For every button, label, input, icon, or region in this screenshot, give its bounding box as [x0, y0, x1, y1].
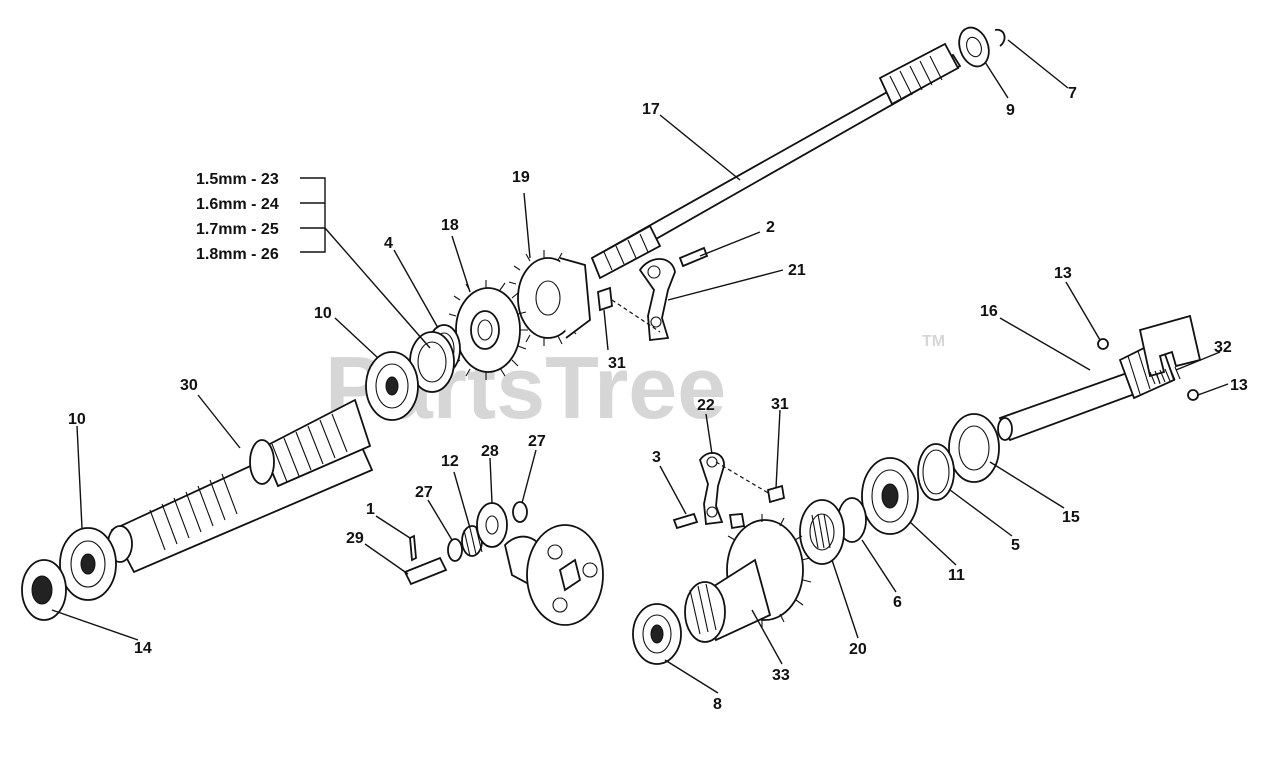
part-13-ball-upper[interactable]	[1097, 338, 1109, 350]
callout-16: 16	[980, 303, 998, 320]
part-27-washer-left[interactable]	[447, 538, 463, 562]
part-10-bearing-upper[interactable]	[365, 351, 419, 421]
callout-7: 7	[1068, 85, 1077, 102]
callout-11: 11	[948, 567, 965, 584]
part-8-bearing[interactable]	[632, 603, 682, 665]
callout-10-upper: 10	[314, 305, 332, 322]
part-13-ball-lower[interactable]	[1187, 389, 1199, 401]
part-17-shaft[interactable]	[590, 42, 962, 280]
callout-31-lower: 31	[771, 396, 789, 413]
shim-size-25: 1.7mm - 25	[196, 221, 279, 238]
part-2-pin[interactable]	[678, 246, 709, 268]
callout-30: 30	[180, 377, 198, 394]
callout-20: 20	[849, 641, 867, 658]
part-7-circlip[interactable]	[994, 28, 1006, 47]
part-22-shift-fork[interactable]	[699, 452, 746, 530]
leader-lines	[51, 39, 1229, 694]
part-12-gear-small[interactable]	[461, 525, 483, 557]
callout-32: 32	[1214, 339, 1232, 356]
part-21-shift-fork[interactable]	[638, 258, 676, 341]
part-27-washer-right[interactable]	[512, 501, 528, 523]
part-18-gear[interactable]	[448, 280, 528, 380]
callout-31-upper: 31	[608, 355, 626, 372]
callout-18: 18	[441, 217, 459, 234]
callout-27-right: 27	[528, 433, 546, 450]
part-31-block-lower[interactable]	[766, 484, 786, 504]
callout-13-lower: 13	[1230, 377, 1248, 394]
callout-1: 1	[366, 501, 375, 518]
callout-labels: 7 9 17 2 21 19 18 4 10 31 30 10 14 16 13…	[68, 85, 1248, 713]
part-15-seal[interactable]	[948, 413, 1000, 483]
callout-3: 3	[652, 449, 661, 466]
part-30-worm-shaft[interactable]	[107, 398, 374, 574]
part-11-bearing[interactable]	[861, 457, 919, 535]
part-19-gear[interactable]	[508, 250, 591, 346]
shim-size-26: 1.8mm - 26	[196, 246, 279, 263]
callout-29: 29	[346, 530, 364, 547]
callout-19: 19	[512, 169, 530, 186]
callout-12: 12	[441, 453, 459, 470]
part-5-circlip[interactable]	[917, 443, 955, 501]
callout-27-left: 27	[415, 484, 433, 501]
callout-17: 17	[642, 101, 660, 118]
part-32-spring[interactable]	[1149, 366, 1181, 385]
callout-5: 5	[1011, 537, 1020, 554]
differential-housing[interactable]	[504, 524, 604, 626]
shim-size-callout: 1.5mm - 23 1.6mm - 24 1.7mm - 25 1.8mm -…	[196, 171, 279, 263]
part-20-coupling[interactable]	[799, 499, 845, 565]
part-29-pin[interactable]	[403, 556, 448, 586]
part-10-bearing-lower[interactable]	[59, 527, 117, 601]
fork-leader-dashed	[611, 299, 661, 333]
watermark-trademark: TM	[922, 333, 945, 350]
part-28-gear[interactable]	[476, 502, 508, 548]
part-3-pin[interactable]	[672, 512, 699, 530]
shim-size-23: 1.5mm - 23	[196, 171, 279, 188]
callout-2: 2	[766, 219, 775, 236]
callout-8: 8	[713, 696, 722, 713]
callout-13-upper: 13	[1054, 265, 1072, 282]
callout-21: 21	[788, 262, 806, 279]
callout-10-lower: 10	[68, 411, 86, 428]
callout-33: 33	[772, 667, 790, 684]
part-1-key[interactable]	[409, 534, 417, 562]
callout-22: 22	[697, 397, 715, 414]
callout-4: 4	[384, 235, 393, 252]
callout-15: 15	[1062, 509, 1080, 526]
part-31-block-upper[interactable]	[597, 286, 613, 312]
part-9-bearing[interactable]	[954, 23, 994, 70]
part-16-output-shaft[interactable]	[997, 314, 1202, 442]
fork22-leader-dashed	[715, 461, 771, 495]
shim-size-24: 1.6mm - 24	[196, 196, 279, 213]
callout-9: 9	[1006, 102, 1015, 119]
part-33-gear-cluster[interactable]	[684, 514, 812, 643]
callout-6: 6	[893, 594, 902, 611]
part-14-seal[interactable]	[21, 559, 67, 621]
callout-28: 28	[481, 443, 499, 460]
callout-14: 14	[134, 640, 152, 657]
